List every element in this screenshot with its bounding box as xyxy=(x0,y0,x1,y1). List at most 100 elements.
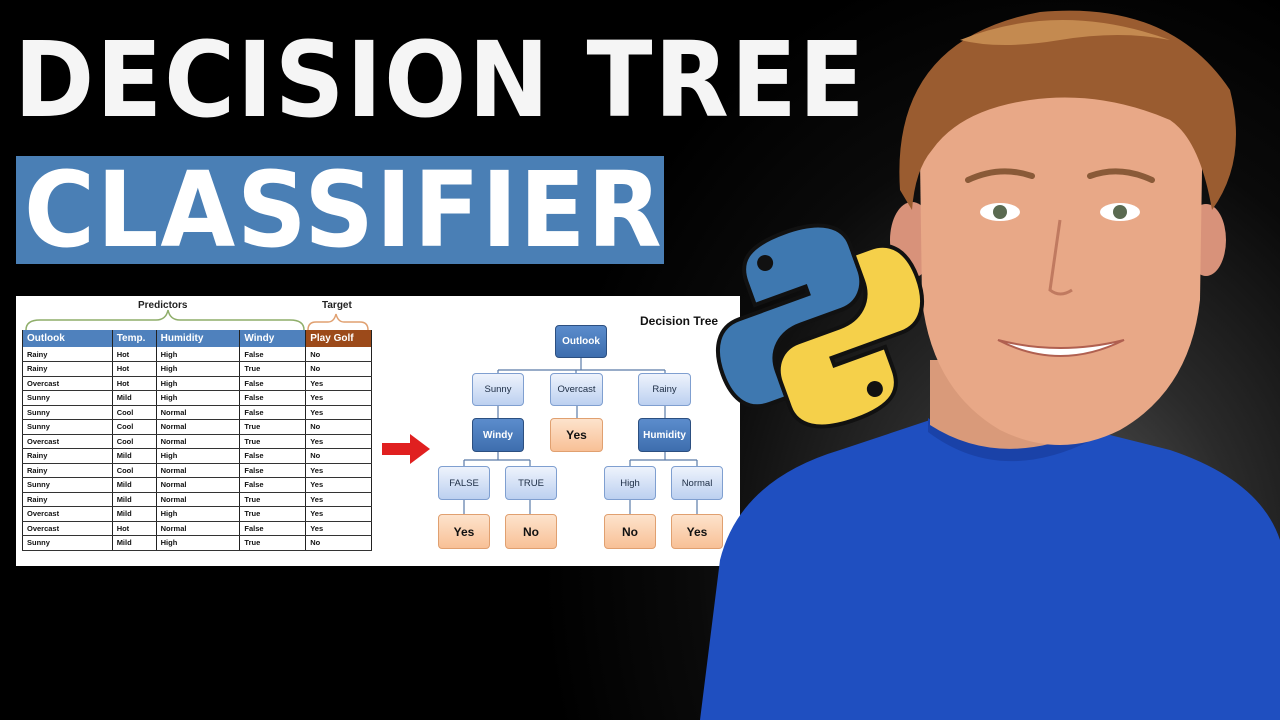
cell-play-golf: Yes xyxy=(305,434,372,449)
tree-node-high: High xyxy=(604,466,656,500)
cell-temp: Mild xyxy=(111,390,157,406)
right-arrow-icon xyxy=(382,434,430,464)
cell-temp: Mild xyxy=(111,448,157,464)
cell-windy: True xyxy=(239,419,307,435)
predictors-label: Predictors xyxy=(138,300,188,311)
cell-temp: Hot xyxy=(111,361,157,377)
cell-humidity: High xyxy=(155,506,241,522)
cell-temp: Mild xyxy=(111,477,157,493)
cell-temp: Mild xyxy=(111,506,157,522)
cell-temp: Cool xyxy=(111,405,157,420)
cell-play-golf: Yes xyxy=(305,506,372,522)
cell-play-golf: Yes xyxy=(305,492,372,507)
cell-humidity: High xyxy=(155,535,241,551)
cell-humidity: Normal xyxy=(155,521,241,536)
tree-leaf-high-no: No xyxy=(604,514,656,549)
tree-node-overcast: Overcast xyxy=(550,373,603,406)
tree-leaf-false-yes: Yes xyxy=(438,514,490,549)
table-header-row: Outlook Temp. Humidity Windy Play Golf xyxy=(22,330,372,347)
slide-panel: Predictors Target Outlook Temp. Humidity… xyxy=(16,296,740,566)
cell-play-golf: No xyxy=(305,448,372,464)
cell-humidity: High xyxy=(155,376,241,391)
cell-windy: False xyxy=(239,477,307,493)
tree-node-normal: Normal xyxy=(671,466,723,500)
target-label: Target xyxy=(322,300,352,311)
tree-node-false: FALSE xyxy=(438,466,490,500)
cell-windy: False xyxy=(239,521,307,536)
tree-node-sunny: Sunny xyxy=(472,373,524,406)
cell-windy: False xyxy=(239,376,307,391)
cell-humidity: High xyxy=(155,361,241,377)
cell-humidity: Normal xyxy=(155,405,241,420)
golf-data-table: Outlook Temp. Humidity Windy Play Golf R… xyxy=(22,330,372,551)
tree-node-outlook: Outlook xyxy=(555,325,607,358)
cell-temp: Mild xyxy=(111,535,157,551)
cell-play-golf: Yes xyxy=(305,521,372,536)
cell-windy: False xyxy=(239,390,307,406)
cell-play-golf: Yes xyxy=(305,405,372,420)
cell-windy: False xyxy=(239,448,307,464)
cell-temp: Hot xyxy=(111,347,157,362)
cell-temp: Hot xyxy=(111,521,157,536)
cell-play-golf: Yes xyxy=(305,390,372,406)
cell-temp: Mild xyxy=(111,492,157,507)
cell-humidity: Normal xyxy=(155,463,241,478)
cell-windy: True xyxy=(239,535,307,551)
cell-play-golf: No xyxy=(305,535,372,551)
tree-node-windy: Windy xyxy=(472,418,524,452)
cell-windy: True xyxy=(239,492,307,507)
cell-play-golf: No xyxy=(305,419,372,435)
cell-play-golf: Yes xyxy=(305,477,372,493)
cell-play-golf: No xyxy=(305,347,372,362)
cell-humidity: Normal xyxy=(155,434,241,449)
cell-play-golf: Yes xyxy=(305,463,372,478)
tree-leaf-normal-yes: Yes xyxy=(671,514,723,549)
cell-play-golf: No xyxy=(305,361,372,377)
cell-windy: False xyxy=(239,405,307,420)
cell-windy: True xyxy=(239,361,307,377)
tree-leaf-overcast-yes: Yes xyxy=(550,418,603,452)
cell-humidity: Normal xyxy=(155,419,241,435)
cell-temp: Cool xyxy=(111,463,157,478)
column-header-play-golf: Play Golf xyxy=(305,330,372,347)
presenter-photo xyxy=(700,10,1280,720)
tree-node-rainy: Rainy xyxy=(638,373,691,406)
python-logo-icon xyxy=(715,223,925,429)
tree-leaf-true-no: No xyxy=(505,514,557,549)
tree-node-true: TRUE xyxy=(505,466,557,500)
cell-humidity: Normal xyxy=(155,492,241,507)
title-highlight-band xyxy=(16,156,664,264)
cell-humidity: Normal xyxy=(155,477,241,493)
title-line-1: DECISION TREE xyxy=(14,19,867,141)
cell-windy: False xyxy=(239,347,307,362)
cell-humidity: High xyxy=(155,448,241,464)
predictors-brace-icon xyxy=(25,309,369,331)
cell-windy: False xyxy=(239,463,307,478)
cell-temp: Cool xyxy=(111,419,157,435)
column-header-temp: Temp. xyxy=(111,330,157,347)
cell-humidity: High xyxy=(155,347,241,362)
title-line-2: CLASSIFIER xyxy=(24,149,664,271)
cell-windy: True xyxy=(239,506,307,522)
column-header-windy: Windy xyxy=(239,330,307,347)
cell-play-golf: Yes xyxy=(305,376,372,391)
column-header-humidity: Humidity xyxy=(155,330,241,347)
tree-connectors xyxy=(463,358,698,514)
tree-title: Decision Tree xyxy=(640,314,719,328)
cell-windy: True xyxy=(239,434,307,449)
cell-temp: Hot xyxy=(111,376,157,391)
